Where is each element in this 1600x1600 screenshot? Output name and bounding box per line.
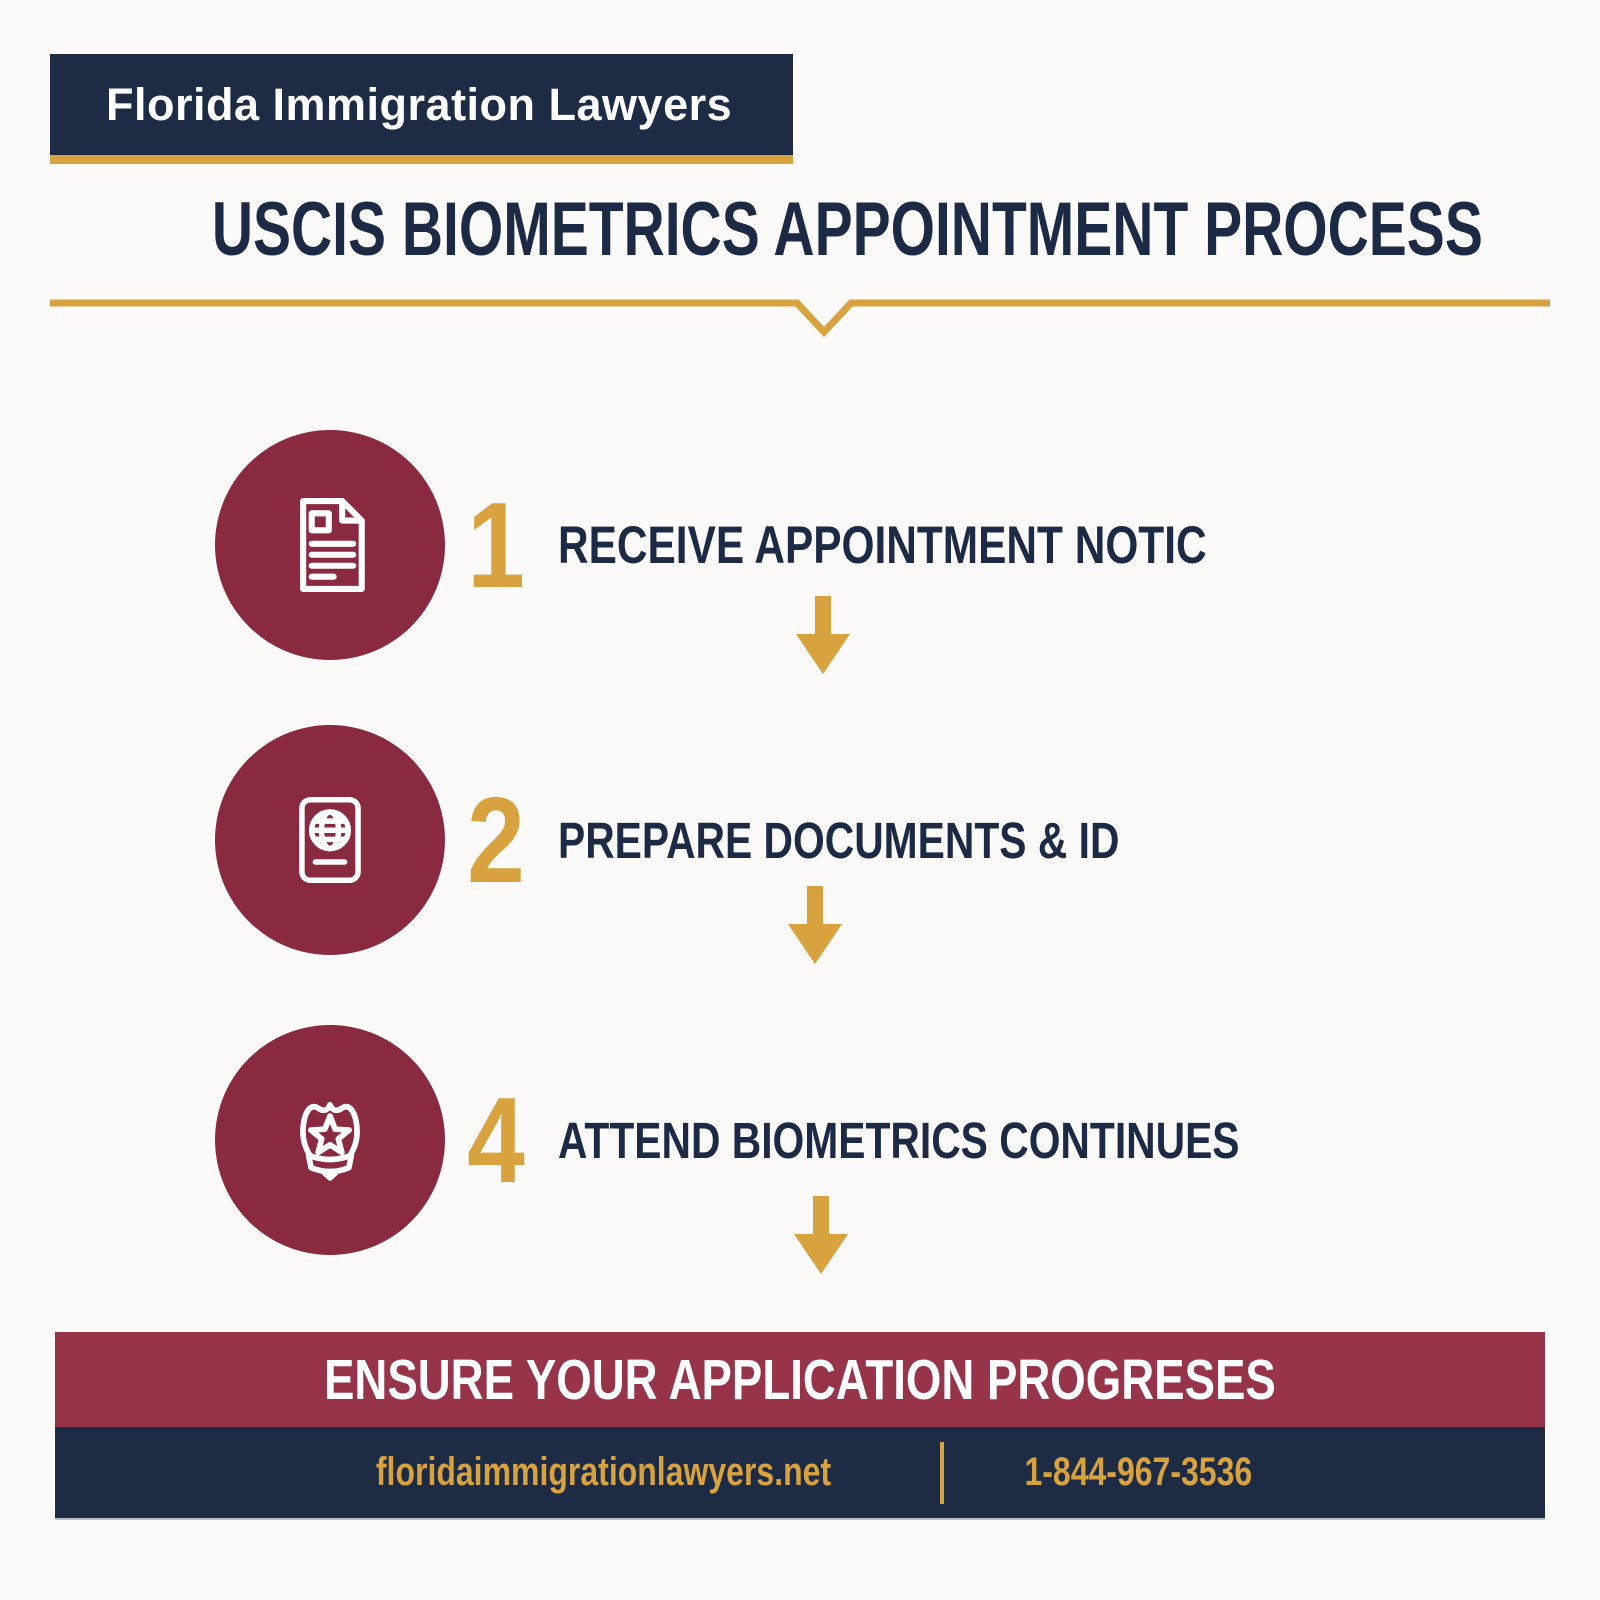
divider-notch-line — [50, 299, 1550, 338]
website-link[interactable]: floridaimmigrationlawyers.net — [376, 1450, 832, 1494]
page-title: USCIS BIOMETRICS APPOINTMENT PROCESS — [0, 186, 1600, 273]
step-icon-circle — [215, 430, 445, 660]
step-row: 4 ATTEND BIOMETRICS CONTINUES — [0, 1025, 1600, 1255]
document-icon — [269, 484, 391, 606]
arrow-down-icon — [780, 886, 850, 966]
arrow-down-icon — [786, 1196, 856, 1276]
passport-icon — [269, 779, 391, 901]
step-number: 1 — [466, 477, 525, 613]
cta-text: ENSURE YOUR APPLICATION PROGRESES — [324, 1347, 1276, 1412]
title-divider — [0, 296, 1600, 342]
cta-banner: ENSURE YOUR APPLICATION PROGRESES — [55, 1332, 1545, 1427]
step-row: 2 PREPARE DOCUMENTS & ID — [0, 725, 1600, 955]
page-title-text: USCIS BIOMETRICS APPOINTMENT PROCESS — [211, 187, 1483, 272]
arrow-down-icon — [788, 596, 858, 676]
footer-bar: floridaimmigrationlawyers.net 1-844-967-… — [55, 1427, 1545, 1520]
phone-number[interactable]: 1-844-967-3536 — [1024, 1450, 1253, 1494]
badge-icon — [267, 1077, 393, 1203]
step-label: ATTEND BIOMETRICS CONTINUES — [558, 1111, 1240, 1169]
step-number: 4 — [466, 1072, 525, 1208]
step-label: RECEIVE APPOINTMENT NOTIC — [558, 515, 1207, 575]
step-number: 2 — [466, 772, 525, 908]
step-label: PREPARE DOCUMENTS & ID — [558, 811, 1120, 869]
step-icon-circle — [215, 725, 445, 955]
brand-banner: Florida Immigration Lawyers — [50, 54, 793, 164]
footer-separator — [940, 1441, 945, 1504]
step-icon-circle — [215, 1025, 445, 1255]
brand-name: Florida Immigration Lawyers — [106, 78, 733, 130]
step-row: 1 RECEIVE APPOINTMENT NOTIC — [0, 430, 1600, 660]
